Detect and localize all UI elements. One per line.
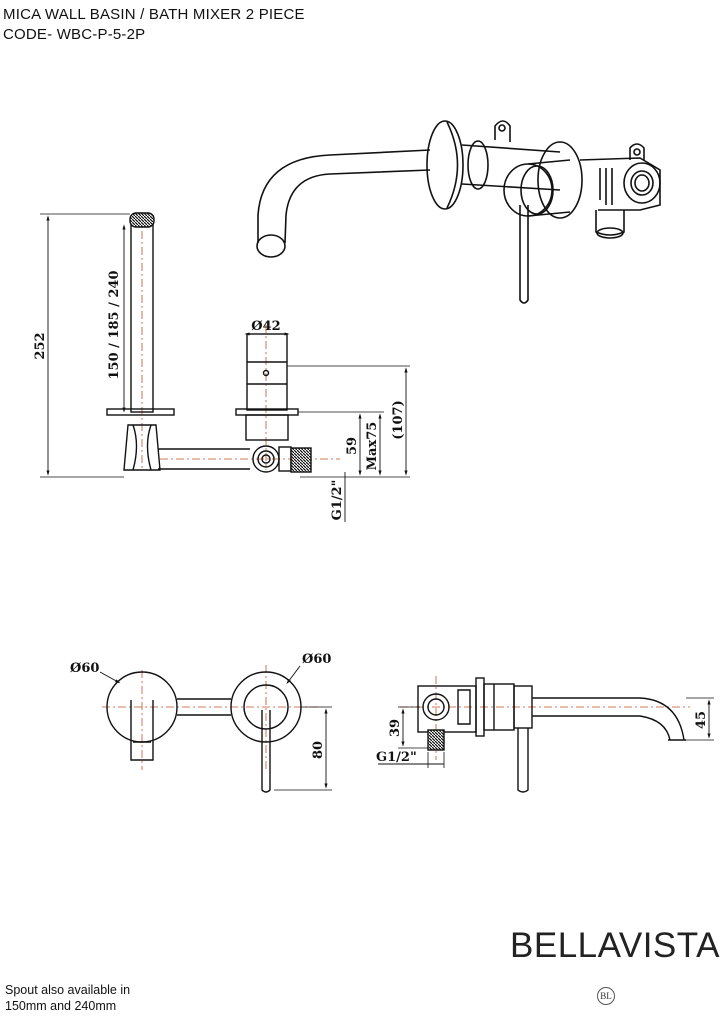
label-107: (107) (391, 400, 406, 439)
dim-thread-side: G1/2" (330, 472, 346, 522)
inlet-thread (290, 447, 312, 473)
label-max75: Max75 (365, 422, 380, 471)
spout-availability-note: Spout also available in 150mm and 240mm (5, 982, 130, 1014)
note-line-1: Spout also available in (5, 983, 131, 997)
plan-body (417, 685, 477, 733)
dim-overall-height: 252 (33, 213, 130, 478)
inlet-port (623, 162, 661, 204)
front-view: Ø60 Ø60 80 (70, 652, 332, 793)
side-view: 252 150 / 185 / 240 Ø42 (107) Max75 59 (33, 212, 410, 522)
front-lever (261, 710, 271, 793)
spout-upper-edge (257, 149, 431, 243)
label-thread-plan: G1/2" (376, 750, 417, 765)
dim-depth-max: Max75 (298, 411, 384, 476)
plan-view: 39 G1/2" 45 (376, 676, 714, 793)
label-252: 252 (33, 332, 48, 359)
mixer-cartridge (246, 333, 288, 411)
label-39: 39 (388, 719, 403, 737)
mixer-plate (537, 141, 583, 219)
label-diameter-42: Ø42 (251, 319, 280, 334)
product-title: MICA WALL BASIN / BATH MIXER 2 PIECE COD… (3, 5, 305, 45)
dim-plate-left: Ø60 (70, 661, 121, 684)
dim-height-45: 45 (686, 697, 714, 741)
label-59: 59 (345, 437, 360, 455)
plan-lever (517, 728, 529, 793)
label-thread-side: G1/2" (330, 480, 345, 521)
spout-plate (426, 120, 464, 210)
trademark-icon: BL (597, 987, 615, 1005)
dim-height-80: 80 (274, 706, 332, 791)
dim-handle-diameter: Ø42 (244, 319, 290, 336)
brand-logo: BELLAVISTA (510, 926, 720, 965)
product-code: CODE- WBC-P-5-2P (3, 26, 146, 43)
mixer-lever (519, 205, 529, 304)
dim-depth-59: 59 (345, 413, 362, 476)
dim-spout-length: 150 / 185 / 240 (107, 224, 126, 413)
dim-plate-right: Ø60 (286, 652, 331, 685)
dim-thread-plan: G1/2" (376, 750, 445, 768)
label-80: 80 (311, 741, 326, 759)
label-spout-lengths: 150 / 185 / 240 (107, 270, 122, 379)
label-plate-right: Ø60 (302, 652, 331, 667)
label-45: 45 (694, 711, 709, 729)
dim-height-39: 39 (388, 706, 428, 749)
perspective-view (256, 120, 661, 304)
product-name: MICA WALL BASIN / BATH MIXER 2 PIECE (3, 6, 305, 23)
spout-side-plate (106, 408, 175, 416)
spout-outlet (256, 234, 286, 258)
spout-lower-edge (284, 169, 431, 244)
note-line-2: 150mm and 240mm (5, 999, 117, 1013)
plan-inlet-thread (427, 729, 445, 751)
dim-depth-total: (107) (287, 365, 410, 478)
label-plate-left: Ø60 (70, 661, 99, 676)
